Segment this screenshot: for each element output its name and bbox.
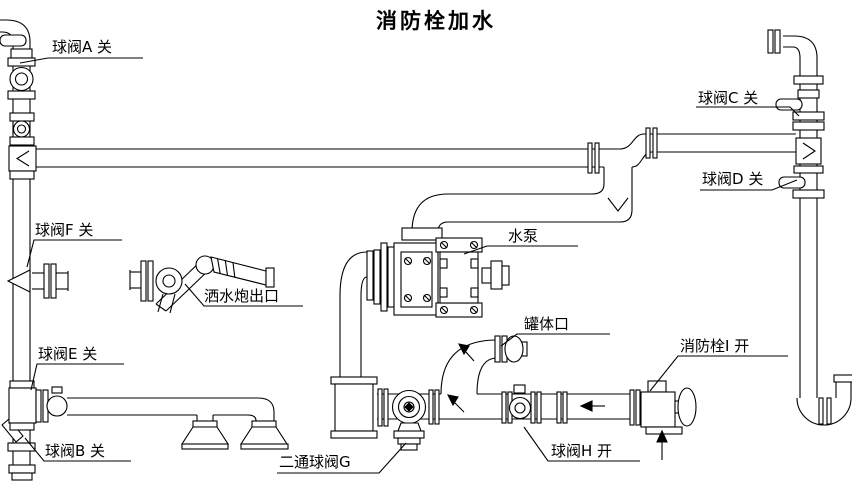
ball-valve-e <box>46 386 68 417</box>
label-ball-valve-d: 球阀D 关 <box>702 170 764 188</box>
water-pump <box>339 227 510 377</box>
label-ball-valve-c: 球阀C 关 <box>698 89 759 107</box>
right-tee <box>793 137 824 174</box>
label-cannon-outlet: 洒水炮出口 <box>204 287 280 305</box>
tank-port <box>440 335 528 395</box>
label-ball-valve-f: 球阀F 关 <box>35 221 94 239</box>
flow-arrow-left-icon <box>15 150 30 167</box>
flow-arrow-down-icon <box>607 197 629 212</box>
sprinkler-bell-2 <box>239 420 289 450</box>
leader-lines <box>19 57 800 474</box>
sprinkler-branch-e <box>8 380 289 450</box>
right-riser <box>767 29 852 426</box>
right-riser-u-bend <box>796 374 852 426</box>
label-fire-hydrant-i: 消防栓I 开 <box>680 337 750 355</box>
pump-shaft <box>481 260 510 290</box>
label-two-way-ball-valve-g: 二通球阀G <box>279 453 351 471</box>
label-ball-valve-h: 球阀H 开 <box>551 442 613 460</box>
flow-arrow-hydrant-in <box>656 429 668 460</box>
water-cannon <box>129 255 275 314</box>
main-top-pipe <box>36 127 796 233</box>
label-tank-port: 罐体口 <box>524 315 570 333</box>
handwheel-icon <box>677 387 697 427</box>
two-way-ball-valve-g <box>377 388 440 451</box>
bottom-manifold <box>330 335 697 460</box>
cannon-nozzle <box>210 256 275 288</box>
page-title: 消防栓加水 <box>376 9 496 33</box>
flow-arrow-right-icon <box>802 142 816 160</box>
pump-bolts <box>403 256 432 303</box>
label-water-pump: 水泵 <box>508 227 539 245</box>
fire-hydrant-i <box>629 380 697 435</box>
left-tee <box>8 145 37 180</box>
sprinkler-bell-1 <box>180 420 230 450</box>
flow-arrows-tank-port <box>447 343 475 413</box>
label-ball-valve-b: 球阀B 关 <box>45 442 106 460</box>
label-ball-valve-a: 球阀A 关 <box>52 38 113 56</box>
ball-valve-h <box>501 384 542 424</box>
label-ball-valve-e: 球阀E 关 <box>38 345 98 363</box>
ball-valve-f-outlet <box>6 263 69 299</box>
ball-valve-a <box>0 34 36 100</box>
flow-arrow-manifold-left <box>579 400 605 412</box>
